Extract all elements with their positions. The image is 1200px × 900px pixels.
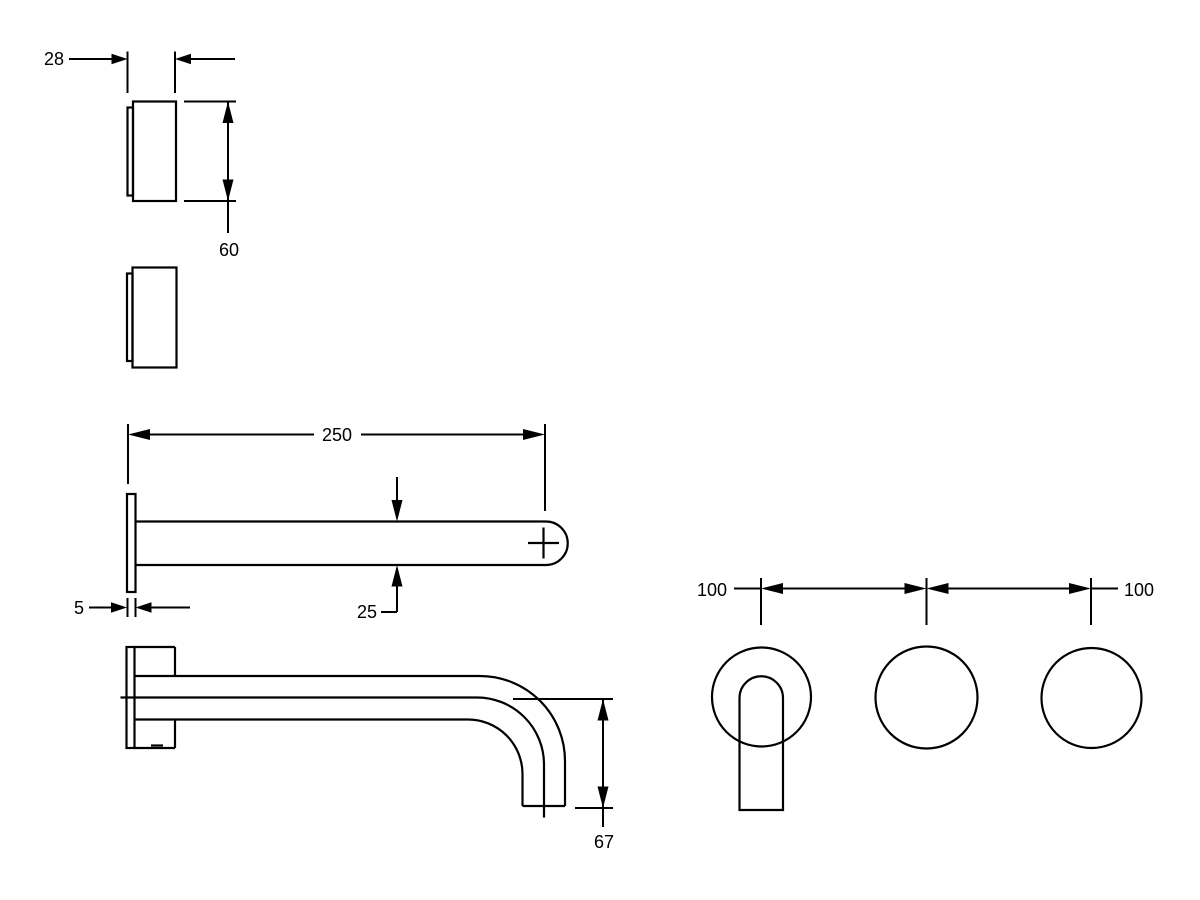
dimension-28: 28	[44, 49, 235, 93]
dim-5-arrow-right-icon	[111, 602, 127, 613]
dimension-100-right-label: 100	[1124, 580, 1154, 600]
dim-250-arrow-right-icon	[523, 429, 545, 440]
spout-top-view	[125, 492, 569, 594]
dim-100-left-arrow-left-icon	[761, 583, 783, 594]
dim-67-arrow-up-icon	[597, 699, 609, 721]
dim-60-arrow-up-icon	[222, 101, 234, 123]
handle-body	[131, 266, 178, 369]
dimension-25-label: 25	[357, 602, 377, 622]
dimension-100-right: 100	[926, 578, 1154, 625]
spout-tube-top-view	[135, 520, 569, 567]
dimension-5: 5	[74, 598, 190, 618]
handle-circle-right	[1040, 646, 1143, 750]
dimension-250: 250	[127, 424, 546, 511]
dimension-67-label: 67	[594, 832, 614, 852]
dim-28-arrow-right-icon	[111, 53, 128, 65]
spout-tube-inner-curve	[134, 718, 524, 806]
dimension-28-label: 28	[44, 49, 64, 69]
dimension-250-label: 250	[322, 425, 352, 445]
wall-plate-top-view	[125, 492, 137, 594]
dim-5-arrow-left-icon	[135, 602, 152, 613]
dimension-100-left: 100	[697, 578, 928, 625]
dimension-60: 60	[184, 100, 239, 260]
drawing-root: 28 60	[44, 49, 1154, 852]
dimension-25: 25	[357, 477, 403, 622]
spout-tube-centerline	[120, 696, 546, 818]
dimension-100-left-label: 100	[697, 580, 727, 600]
front-view	[710, 645, 1143, 812]
dim-100-right-arrow-right-icon	[1069, 583, 1091, 594]
dimension-60-label: 60	[219, 240, 239, 260]
dim-67-arrow-down-icon	[597, 786, 609, 808]
dimension-5-label: 5	[74, 598, 84, 618]
dim-60-arrow-down-icon	[222, 179, 234, 201]
dim-25-arrow-down-icon	[391, 500, 403, 522]
spout-side-view	[120, 645, 567, 818]
dimension-67: 67	[513, 698, 614, 852]
handle-body	[131, 100, 178, 203]
dim-100-left-arrow-right-icon	[904, 583, 927, 594]
dim-250-arrow-left-icon	[128, 429, 150, 440]
dim-28-arrow-left-icon	[175, 53, 191, 65]
spout-escutcheon-circle	[710, 646, 813, 748]
spout-front-profile	[738, 675, 785, 812]
handle-side-view-lower	[125, 266, 178, 369]
dim-25-arrow-up-icon	[391, 565, 403, 587]
spout-tube-outer-curve	[134, 674, 567, 806]
dim-100-right-arrow-left-icon	[926, 583, 949, 594]
handle-circle-middle	[874, 645, 979, 750]
handle-side-view-upper	[126, 100, 178, 203]
